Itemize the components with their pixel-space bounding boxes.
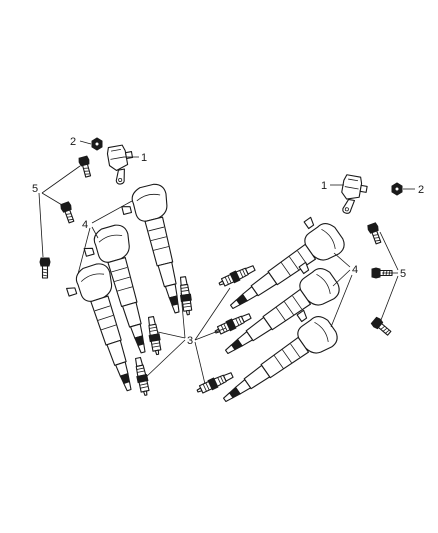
bracket-part-left (105, 143, 138, 186)
nut-part-right (391, 182, 403, 196)
leader-lines (38, 140, 415, 385)
callout-1-left: 1 (141, 152, 147, 164)
spark-plug-left-1 (177, 275, 194, 316)
bolt-part-left-1 (77, 155, 94, 179)
spark-plug-right-3 (194, 369, 235, 397)
callout-2-right: 2 (418, 184, 424, 196)
callout-1-right: 1 (321, 180, 327, 192)
callout-3: 3 (187, 335, 193, 347)
callout-4-right: 4 (352, 264, 358, 276)
callout-5-right: 5 (400, 268, 406, 280)
bracket-part-right (337, 173, 370, 217)
callout-2-left: 2 (70, 136, 76, 148)
bolt-part-left-3 (39, 257, 51, 279)
callout-4-left: 4 (82, 219, 88, 231)
spark-plug-left-2 (145, 315, 164, 356)
callout-5-left: 5 (32, 183, 38, 195)
bolt-part-right-3 (370, 316, 394, 338)
nut-part-left (91, 137, 103, 151)
spark-plug-left-3 (132, 356, 152, 397)
spark-plug-right-1 (216, 262, 257, 290)
bolt-part-left-2 (59, 200, 77, 225)
